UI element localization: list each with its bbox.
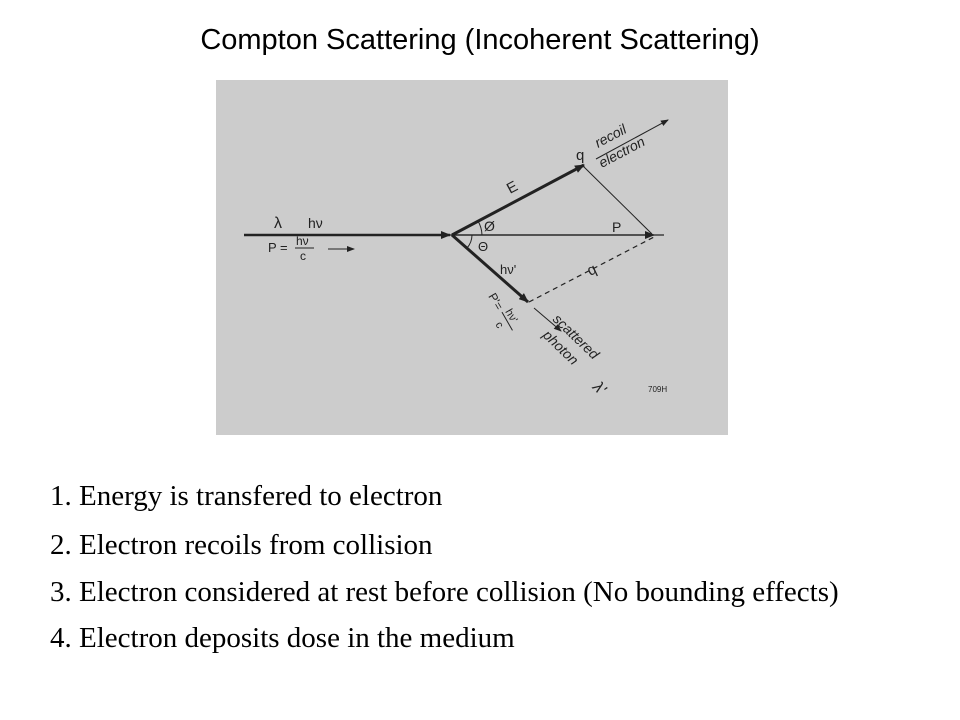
incident-energy-label: hν bbox=[308, 215, 323, 231]
key-point-1: 1. Energy is transfered to electron bbox=[50, 480, 443, 512]
incident-momentum-num: hν bbox=[296, 234, 309, 248]
slide-title: Compton Scattering (Incoherent Scatterin… bbox=[200, 24, 760, 56]
angle-arc-phi bbox=[477, 220, 483, 236]
figure-code: 709H bbox=[648, 385, 667, 394]
diagram-svg: λ hν P = hν c E Ø q recoil electron P Θ … bbox=[244, 119, 669, 399]
scattered-wavelength-label: λ' bbox=[589, 378, 610, 399]
key-point-3: 3. Electron considered at rest before co… bbox=[50, 576, 839, 608]
momentum-p-label: P bbox=[612, 219, 621, 235]
q-top-label: q bbox=[576, 147, 584, 164]
photon-momentum-den: c bbox=[492, 320, 505, 331]
q-bottom-label: q bbox=[585, 261, 600, 280]
electron-angle-label: Ø bbox=[484, 218, 495, 234]
photon-momentum-prefix: P'= bbox=[485, 291, 506, 313]
photon-energy-label: hν' bbox=[500, 262, 516, 277]
key-point-2: 2. Electron recoils from collision bbox=[50, 529, 433, 561]
angle-arc-theta bbox=[466, 234, 473, 249]
electron-vector bbox=[451, 163, 585, 237]
photon-fraction-bar bbox=[501, 311, 513, 331]
photon-vector bbox=[451, 233, 529, 304]
incident-momentum-prefix: P = bbox=[268, 240, 288, 255]
electron-extension bbox=[595, 119, 669, 160]
parallelogram-dashed-side bbox=[528, 236, 655, 303]
parallelogram-top-side bbox=[582, 165, 653, 235]
key-point-4: 4. Electron deposits dose in the medium bbox=[50, 622, 515, 654]
photon-momentum-group: P'= hν' c bbox=[485, 291, 519, 331]
electron-energy-label: E bbox=[504, 178, 521, 198]
incident-momentum-den: c bbox=[300, 249, 306, 263]
photon-angle-label: Θ bbox=[478, 239, 488, 254]
photon-extension bbox=[533, 307, 562, 332]
compton-diagram: λ hν P = hν c E Ø q recoil electron P Θ … bbox=[216, 80, 728, 435]
incident-wavelength-label: λ bbox=[274, 215, 282, 232]
